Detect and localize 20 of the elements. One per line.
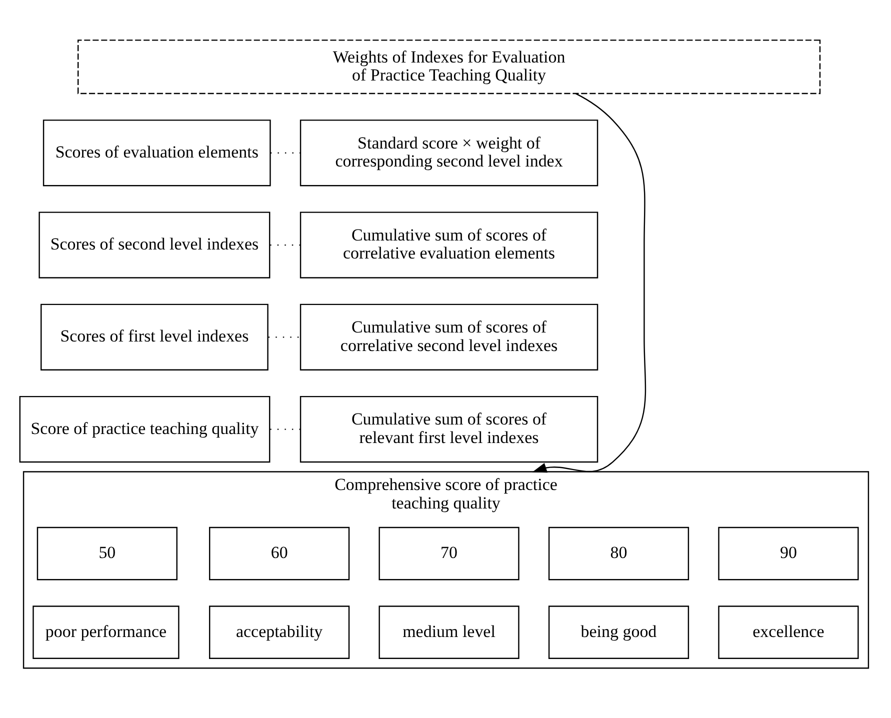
node-box: Cumulative sum of scores of correlative second level indexes [299, 304, 598, 371]
node-box: 70 [378, 526, 519, 580]
node-box: acceptability [208, 606, 350, 660]
node-box: Scores of evaluation elements [42, 120, 270, 186]
node-box: Score of practice teaching quality [18, 396, 270, 463]
node-box: excellence [718, 606, 858, 660]
node-box: Weights of Indexes for Evaluation of Practice Teaching Quality [77, 40, 820, 94]
node-box: Cumulative sum of scores of relevant first level indexes [299, 396, 598, 463]
node-box: poor performance [32, 606, 179, 660]
node-box: 90 [718, 526, 858, 580]
node-box: medium level [378, 606, 519, 660]
node-box: 60 [208, 526, 350, 580]
node-box: 80 [548, 526, 689, 580]
arrow [532, 92, 646, 473]
node-box: Standard score × weight of corresponding second level index [299, 120, 598, 186]
node-box: Cumulative sum of scores of correlative evaluation elements [299, 212, 598, 278]
node-box: Scores of first level indexes [40, 304, 268, 371]
node-box: 50 [36, 526, 177, 580]
node-box: being good [548, 606, 689, 660]
node-box: Scores of second level indexes [38, 212, 270, 278]
